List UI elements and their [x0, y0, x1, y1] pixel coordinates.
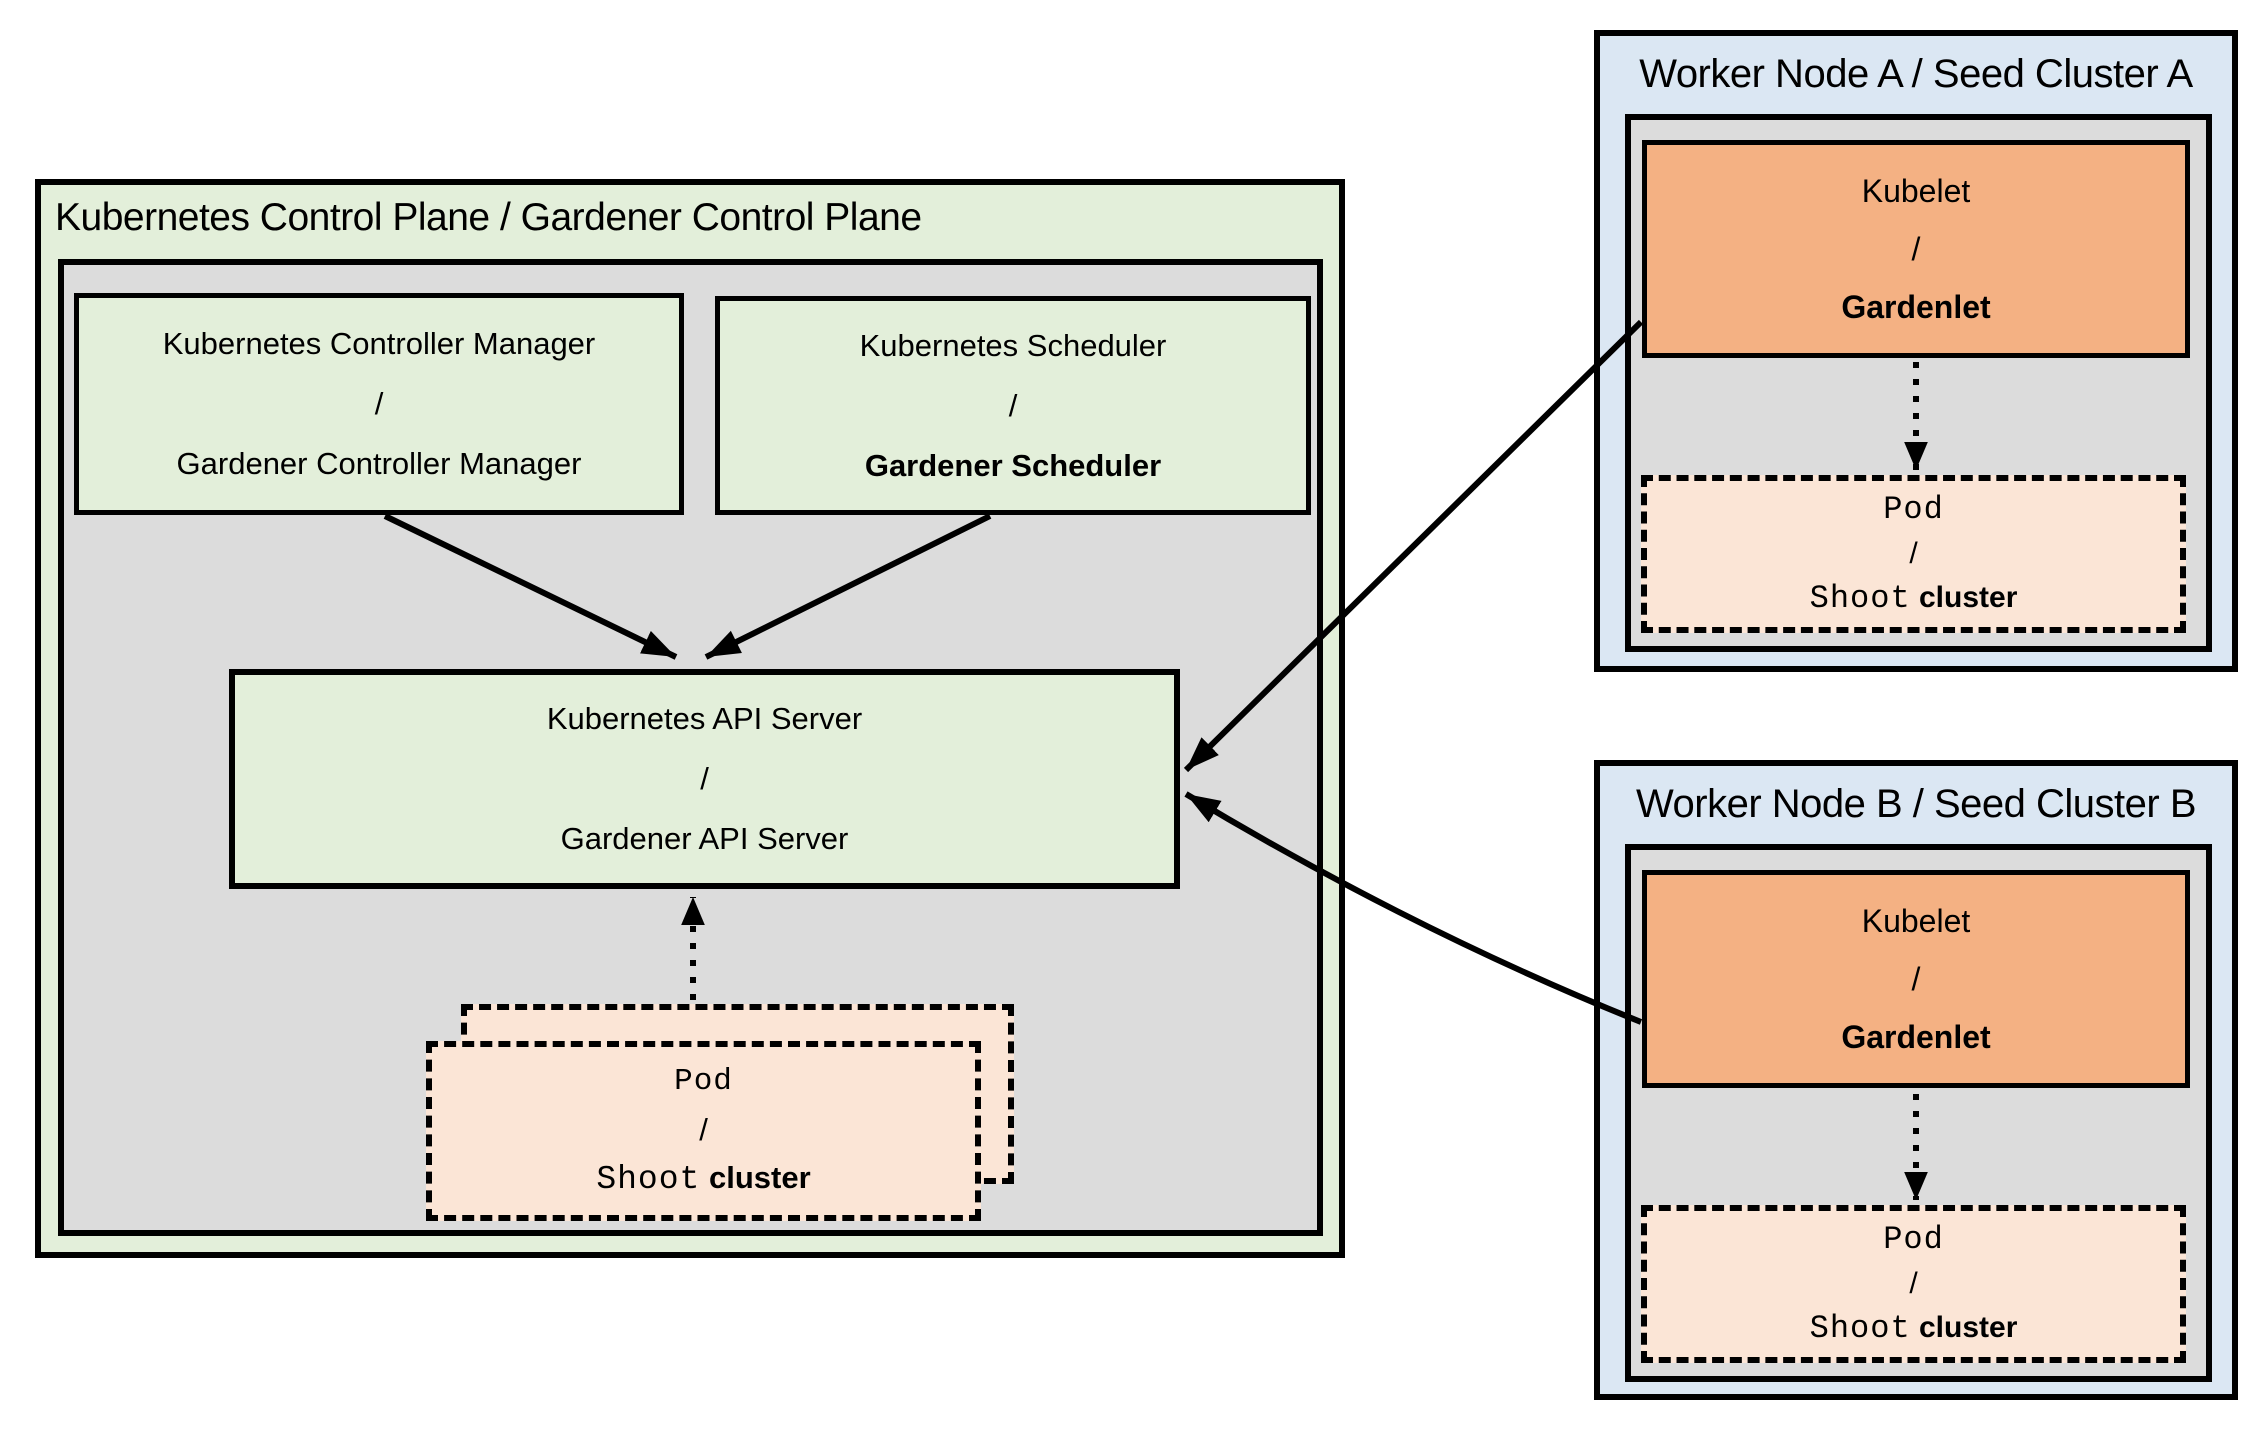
worker-node-a-title: Worker Node A / Seed Cluster A	[1639, 52, 2193, 96]
kubelet-b-label-slash: /	[1911, 961, 1921, 997]
pod-b-label-shoot: Shoot	[1809, 1309, 1911, 1347]
pod-b-label-shoot-cluster: Shoot cluster	[1810, 1306, 2018, 1351]
kubelet-a-label-kubelet: Kubelet	[1861, 173, 1971, 209]
pod-box-a: Pod / Shoot cluster	[1641, 475, 2186, 633]
controller-manager-label-slash: /	[374, 386, 384, 421]
scheduler-label-gardener: Gardener Scheduler	[864, 447, 1162, 483]
controller-manager-label-gardener: Gardener Controller Manager	[176, 446, 582, 481]
pod-b-label-slash: /	[1909, 1266, 1918, 1300]
worker-node-a-box: Worker Node A / Seed Cluster A Kubelet /…	[1594, 30, 2238, 672]
kubelet-box-b: Kubelet / Gardenlet	[1642, 870, 2190, 1088]
worker-node-b-title: Worker Node B / Seed Cluster B	[1635, 782, 2197, 826]
kubelet-b-label-kubelet: Kubelet	[1861, 903, 1971, 939]
kubelet-a-label-slash: /	[1911, 231, 1921, 267]
controller-manager-box: Kubernetes Controller Manager / Gardener…	[74, 293, 684, 515]
pod-b-label-cluster: cluster	[1918, 1310, 2018, 1344]
control-plane-title: Kubernetes Control Plane / Gardener Cont…	[55, 196, 922, 239]
worker-node-b-inner-box: Kubelet / Gardenlet Pod / Shoot cluster	[1625, 844, 2212, 1382]
kubelet-a-label-gardenlet: Gardenlet	[1841, 289, 1991, 325]
scheduler-box: Kubernetes Scheduler / Gardener Schedule…	[715, 296, 1311, 515]
pod-stack-label-shoot: Shoot	[596, 1161, 701, 1198]
pod-b-label-pod: Pod	[1883, 1220, 1944, 1258]
worker-node-a-inner-box: Kubelet / Gardenlet Pod / Shoot cluster	[1625, 114, 2212, 652]
scheduler-label-kubernetes: Kubernetes Scheduler	[859, 327, 1167, 363]
pod-a-label-cluster: cluster	[1918, 580, 2018, 614]
pod-box-b: Pod / Shoot cluster	[1641, 1205, 2186, 1363]
kubelet-b-label-gardenlet: Gardenlet	[1841, 1019, 1991, 1055]
controller-manager-label-kubernetes: Kubernetes Controller Manager	[162, 326, 596, 361]
pod-stack-label-shoot-cluster: Shoot cluster	[596, 1154, 810, 1204]
pod-stack-label-slash: /	[699, 1112, 708, 1147]
control-plane-box: Kubernetes Control Plane / Gardener Cont…	[35, 179, 1345, 1258]
pod-a-label-shoot-cluster: Shoot cluster	[1810, 576, 2018, 621]
api-server-label-kubernetes: Kubernetes API Server	[546, 701, 863, 736]
pod-stack-label-pod: Pod	[674, 1064, 733, 1099]
kubelet-box-a: Kubelet / Gardenlet	[1642, 140, 2190, 358]
api-server-label-slash: /	[700, 761, 709, 796]
pod-a-label-pod: Pod	[1883, 490, 1944, 528]
pod-stack-front-box: Pod / Shoot cluster	[426, 1041, 981, 1221]
pod-a-label-shoot: Shoot	[1809, 579, 1911, 617]
control-plane-inner-box: Kubernetes Controller Manager / Gardener…	[58, 259, 1323, 1236]
pod-a-label-slash: /	[1909, 536, 1918, 570]
api-server-box: Kubernetes API Server / Gardener API Ser…	[229, 669, 1180, 889]
pod-stack-label-cluster: cluster	[708, 1160, 811, 1195]
scheduler-label-slash: /	[1008, 387, 1018, 423]
worker-node-b-box: Worker Node B / Seed Cluster B Kubelet /…	[1594, 760, 2238, 1400]
api-server-label-gardener: Gardener API Server	[560, 821, 849, 856]
